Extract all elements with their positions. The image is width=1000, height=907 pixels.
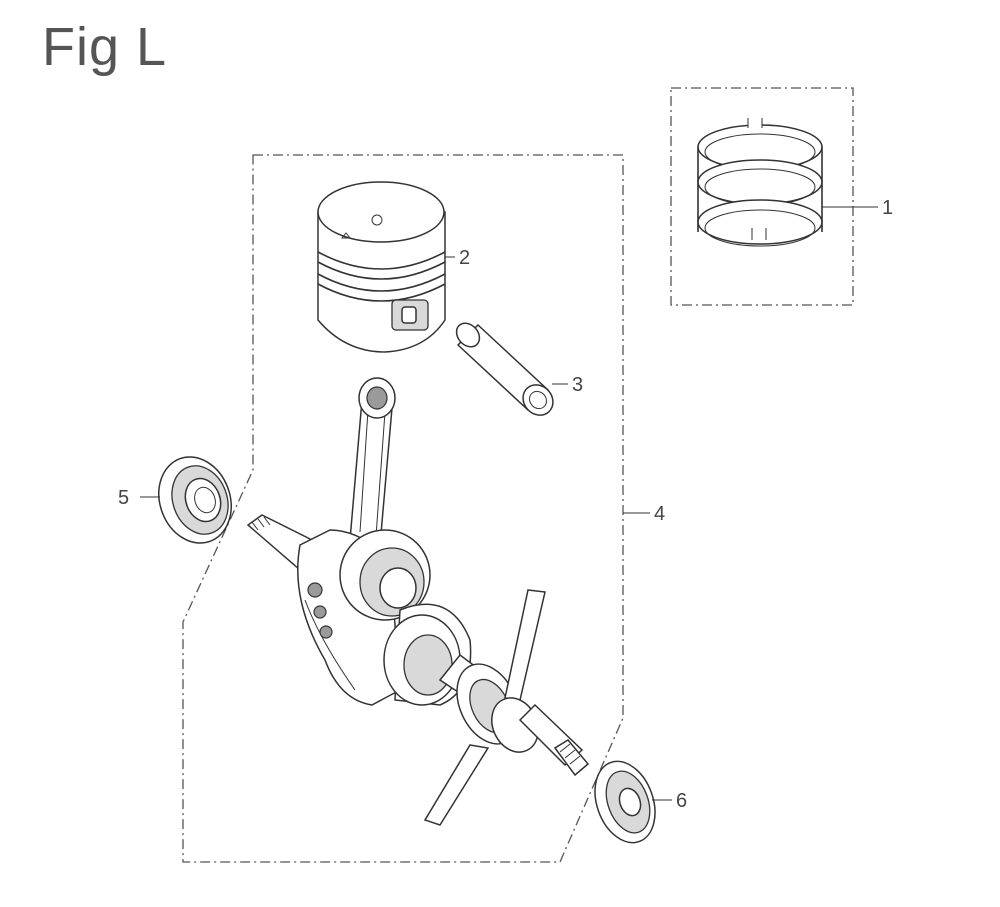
callout-6: 6	[676, 790, 687, 812]
callout-2: 2	[459, 247, 470, 269]
piston-icon	[317, 181, 446, 353]
bearing-seal-icon	[158, 456, 232, 544]
callout-1: 1	[882, 197, 893, 219]
callout-4: 4	[654, 503, 665, 525]
crankshaft-assembly-icon	[246, 377, 590, 826]
figure-title: Fig L	[42, 17, 168, 77]
oil-seal-icon	[594, 760, 656, 844]
ring-set-outline	[670, 87, 854, 306]
assembly-group-outline	[182, 154, 624, 863]
piston-pin-icon	[455, 322, 554, 416]
callout-5: 5	[118, 487, 129, 509]
callout-3: 3	[572, 374, 583, 396]
piston-ring-set-icon	[697, 118, 823, 247]
